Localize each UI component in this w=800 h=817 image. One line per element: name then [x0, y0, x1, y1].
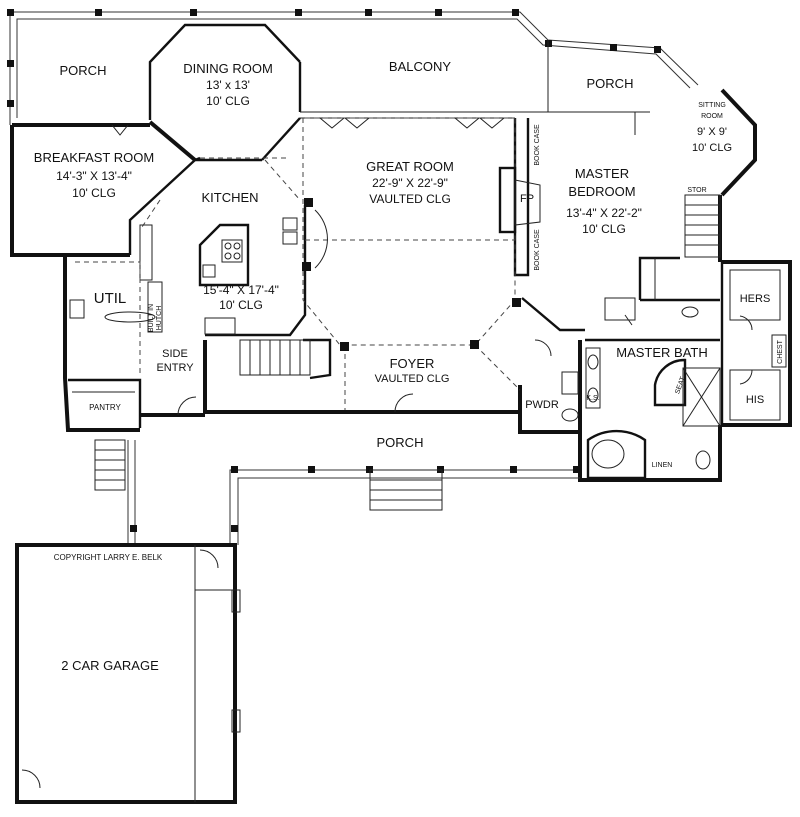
pwdr-label: PWDR [525, 399, 559, 411]
ks-label: K.S. [586, 395, 599, 402]
hutch-label-2: HUTCH [156, 306, 163, 331]
copyright-text: COPYRIGHT LARRY E. BELK [54, 553, 163, 562]
master-bedroom-label-1: MASTER [575, 166, 629, 181]
breakfast-room-ceiling: 10' CLG [72, 186, 116, 200]
breakfast-room-size: 14'-3" X 13'-4" [56, 169, 132, 183]
pantry-label: PANTRY [89, 403, 121, 412]
garage [15, 543, 241, 804]
stor-label: STOR [687, 187, 706, 194]
great-room-size: 22'-9" X 22'-9" [372, 176, 448, 190]
sitting-room-label-1: SITTING [698, 102, 726, 109]
master-bath-fixtures [561, 269, 787, 480]
porch-front-label: PORCH [377, 435, 424, 450]
linen-label: LINEN [652, 462, 673, 469]
his-label: HIS [746, 394, 764, 406]
sitting-room-size: 9' X 9' [697, 126, 727, 138]
kitchen-size: 15'-4" X 17'-4" [203, 283, 279, 297]
fixture-labels: FP BOOK CASE BOOK CASE STOR CHEST SEAT L… [148, 124, 784, 469]
dining-room-size: 13' x 13' [206, 78, 250, 92]
stairs [239, 194, 721, 376]
side-entry-label-2: ENTRY [156, 362, 194, 374]
breakfast-room-label: BREAKFAST ROOM [34, 150, 154, 165]
dining-room-label: DINING ROOM [183, 61, 273, 76]
utility-fixtures [69, 261, 156, 393]
interior-walls [128, 111, 720, 380]
great-room-label: GREAT ROOM [366, 159, 454, 174]
sitting-room-label-2: ROOM [701, 113, 723, 120]
balcony-label: BALCONY [389, 59, 451, 74]
kitchen-ceiling: 10' CLG [219, 298, 263, 312]
kitchen-label: KITCHEN [201, 190, 258, 205]
sitting-room-ceiling: 10' CLG [692, 142, 732, 154]
foyer-label: FOYER [390, 356, 435, 371]
dining-room-ceiling: 10' CLG [206, 94, 250, 108]
side-entry-label-1: SIDE [162, 348, 188, 360]
fireplace [498, 166, 541, 234]
util-label: UTIL [94, 290, 127, 307]
exterior-walls [10, 23, 792, 482]
bookcase-top-label: BOOK CASE [534, 124, 541, 166]
fireplace-label: FP [520, 193, 534, 205]
doors [111, 117, 753, 416]
garage-label: 2 CAR GARAGE [61, 658, 159, 673]
foyer-ceiling: VAULTED CLG [375, 373, 450, 385]
columns [302, 198, 521, 351]
hutch-label-1: BUILT IN [148, 304, 155, 332]
north-porch-railing [7, 9, 699, 125]
porch-nw-label: PORCH [60, 63, 107, 78]
master-bedroom-ceiling: 10' CLG [582, 222, 626, 236]
kitchen-fixtures [139, 209, 328, 335]
hers-label: HERS [740, 293, 771, 305]
front-porch [94, 439, 580, 545]
chest-label: CHEST [777, 339, 784, 363]
porch-ne-label: PORCH [587, 76, 634, 91]
master-bedroom-label-2: BEDROOM [568, 184, 635, 199]
bookcase-bottom-label: BOOK CASE [534, 229, 541, 271]
great-room-ceiling: VAULTED CLG [369, 192, 451, 206]
master-bedroom-size: 13'-4" X 22'-2" [566, 206, 642, 220]
master-bath-label: MASTER BATH [616, 345, 708, 360]
room-labels: PORCH DINING ROOM 13' x 13' 10' CLG BALC… [34, 59, 770, 673]
